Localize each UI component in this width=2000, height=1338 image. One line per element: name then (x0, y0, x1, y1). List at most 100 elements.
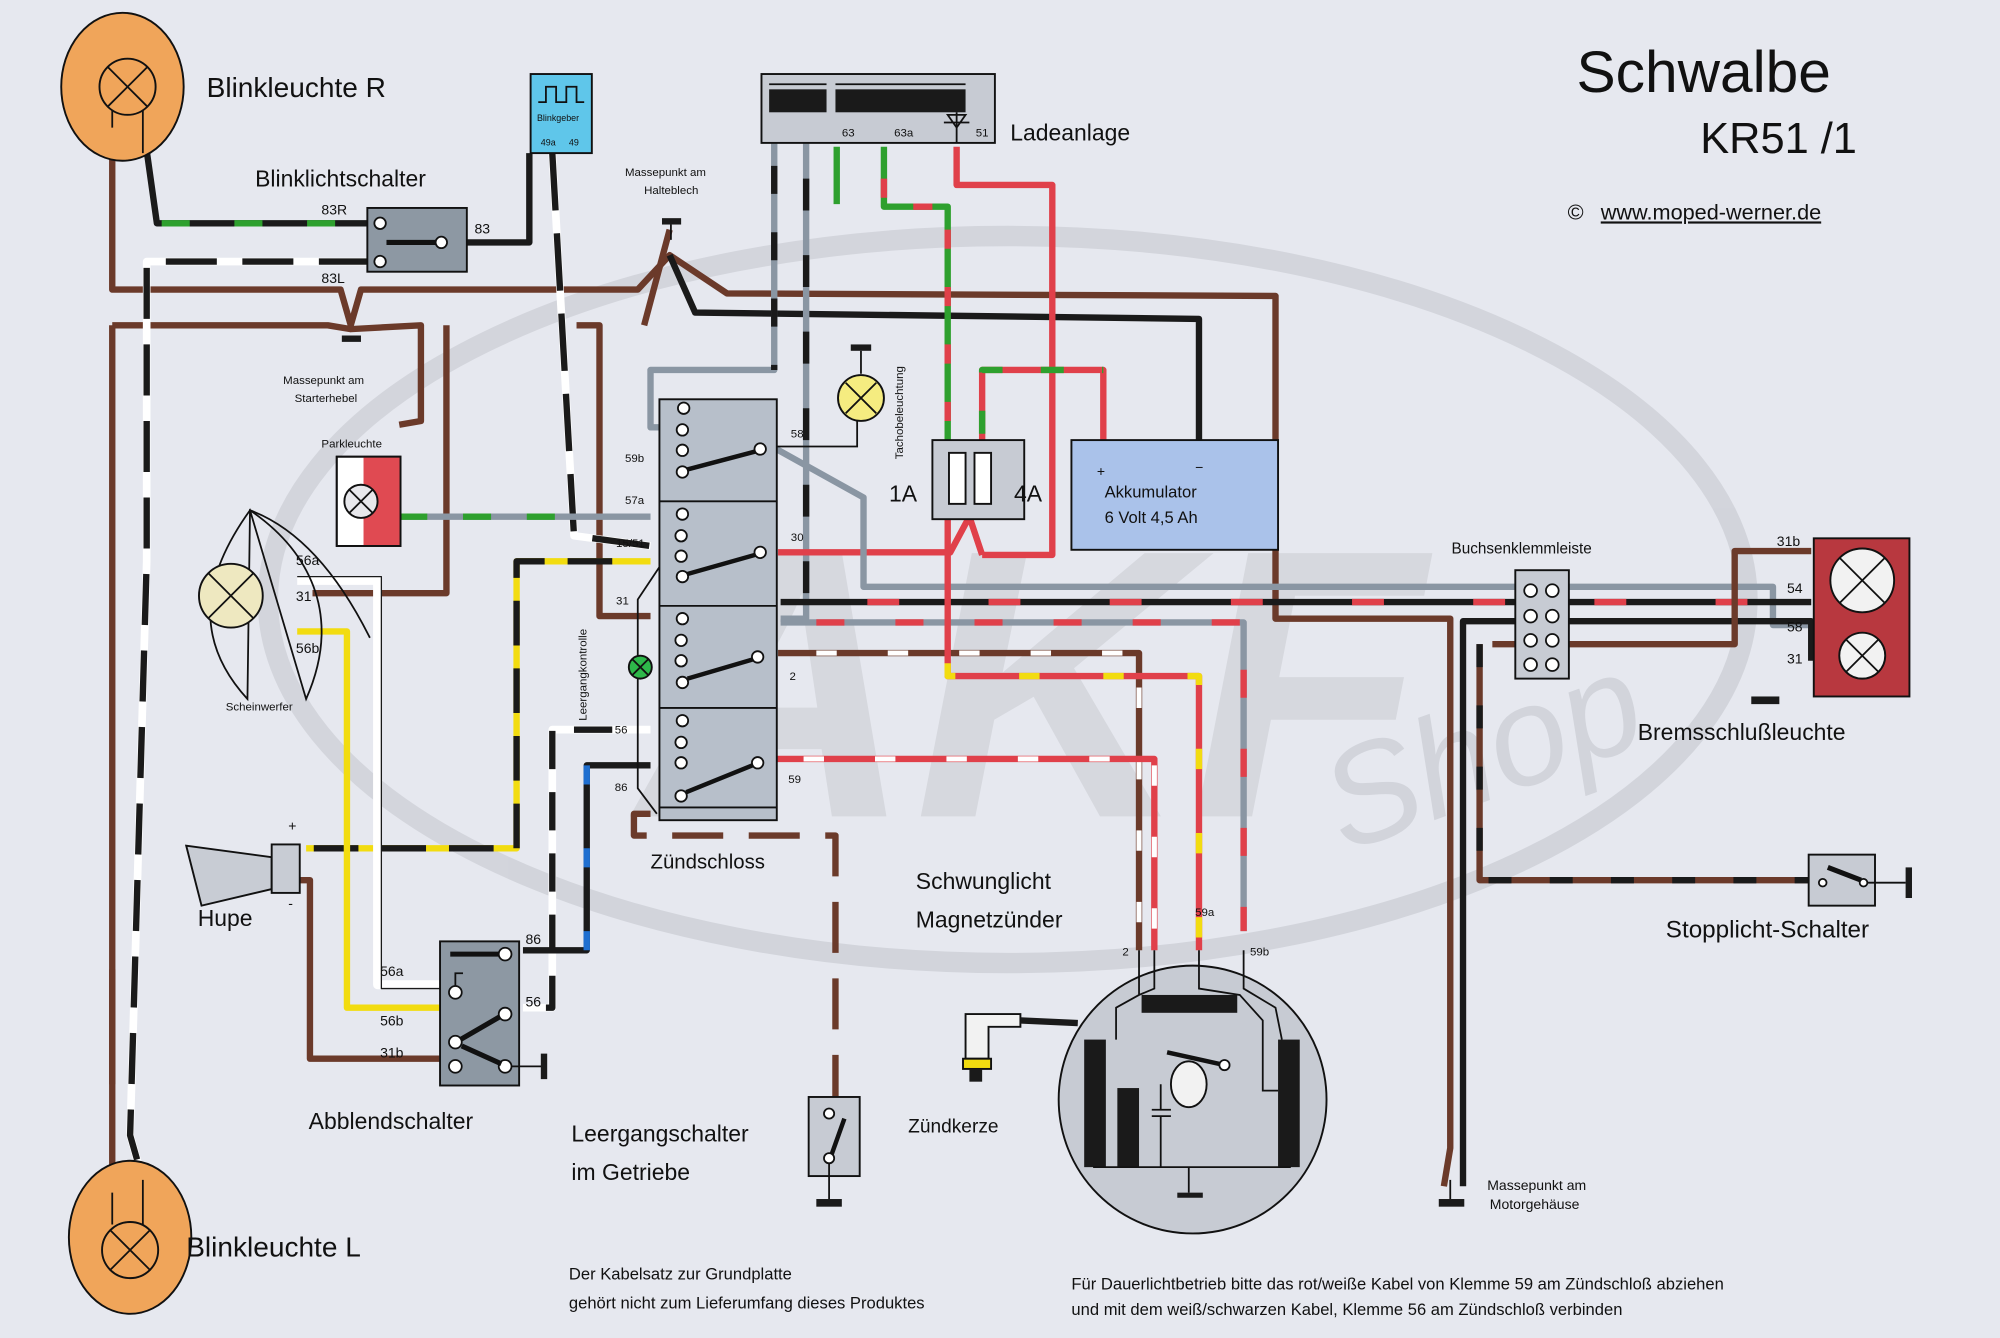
term-56a: 56a (296, 552, 320, 568)
label-parkleuchte: Parkleuchte (321, 439, 382, 451)
label-halteblech-2: Halteblech (644, 185, 698, 197)
term-zs-56: 56 (615, 724, 628, 736)
label-ladeanlage: Ladeanlage (1010, 119, 1130, 145)
label-tachobeleuchtung: Tachobeleuchtung (894, 366, 906, 459)
fuse-box[interactable]: 1A 4A (889, 439, 1043, 521)
wire-leergang-lamp (636, 560, 665, 815)
term-ab-86: 86 (526, 931, 542, 947)
label-schwunglicht-2: Magnetzünder (916, 906, 1063, 932)
term-63a: 63a (894, 128, 914, 140)
wire-blinkgeber-49-dash (549, 152, 651, 550)
label-blinklichtschalter: Blinklichtschalter (255, 165, 426, 191)
wire-red-yellow-59a-dash (944, 663, 1203, 951)
leergangkontrolle[interactable]: Leergangkontrolle (578, 629, 653, 721)
term-83r: 83R (321, 201, 347, 217)
term-83l: 83L (321, 270, 345, 286)
term-ab-56b: 56b (380, 1013, 404, 1029)
term-zs-1551: 15/51 (616, 538, 645, 550)
leergangschalter[interactable]: Leergangschalter im Getriebe (571, 1096, 861, 1207)
term-akku-minus: − (1195, 459, 1203, 475)
zuendschloss[interactable]: 59b 58 57a 15/51 30 31 2 56 86 59 Zündsc… (615, 398, 804, 874)
blinkgeber[interactable]: Blinkgeber 49a 49 (529, 73, 593, 155)
label-leergangschalter-2: im Getriebe (571, 1159, 690, 1185)
term-zs-31: 31 (616, 596, 629, 608)
wire-red-green-4a (978, 366, 1107, 447)
zuendkerze[interactable]: Zündkerze (908, 1013, 1078, 1138)
term-83: 83 (474, 220, 490, 236)
label-akkumulator-spec: 6 Volt 4,5 Ah (1105, 508, 1198, 527)
term-31-head: 31 (296, 588, 312, 604)
blinklichtschalter[interactable]: Blinklichtschalter 83R 83L 83 (255, 165, 490, 286)
title-main: Schwalbe (1577, 40, 1831, 105)
term-zs-2: 2 (790, 671, 796, 683)
label-fuse-1a: 1A (889, 480, 918, 506)
label-halteblech-1: Massepunkt am (625, 167, 706, 179)
ground-starterhebel: Massepunkt am Starterhebel (283, 335, 364, 405)
note-right-1: Für Dauerlichtbetrieb bitte das rot/weiß… (1071, 1275, 1723, 1294)
website-link[interactable]: www.moped-werner.de (1600, 199, 1821, 224)
label-fuse-4a: 4A (1014, 480, 1043, 506)
scheinwerfer[interactable]: 56a 31 56b Scheinwerfer (198, 508, 371, 714)
term-51: 51 (976, 128, 989, 140)
term-sl-59a: 59a (1195, 907, 1215, 919)
blinkleuchte-l[interactable]: Blinkleuchte L (67, 1159, 361, 1315)
term-49a: 49a (541, 137, 556, 147)
wire-red-white-59 (771, 755, 1158, 951)
label-scheinwerfer: Scheinwerfer (226, 702, 293, 714)
label-blinkgeber: Blinkgeber (537, 113, 579, 123)
wire-brown-starter (112, 322, 425, 428)
title-block: Schwalbe KR51 /1 © www.moped-werner.de (1568, 40, 1857, 225)
term-sl-2: 2 (1122, 946, 1128, 958)
wire-leergang (630, 810, 839, 1097)
term-hupe-minus: - (288, 895, 293, 911)
term-zs-57a: 57a (625, 495, 645, 507)
term-ab-56: 56 (526, 993, 542, 1009)
ground-symbol (540, 1053, 548, 1080)
schwunglicht-magnetzuender[interactable]: Schwunglicht Magnetzünder 2 59 59a 59b (916, 868, 1328, 1235)
wire-white-black-83l-dash (126, 258, 370, 1181)
abblendschalter[interactable]: 86 56a 56 56b 31b Abblendschalter (309, 931, 548, 1134)
wire-red-yellow-59a (944, 491, 1203, 951)
ladeanlage[interactable]: 63 63a 51 Ladeanlage (760, 73, 1130, 145)
term-zs-58: 58 (791, 429, 804, 441)
wire-hupe-minus (299, 876, 441, 1062)
ground-symbol (1905, 867, 1912, 899)
wire-brown-headlight-31 (312, 325, 450, 597)
blinkleuchte-r[interactable]: Blinkleuchte R (60, 11, 386, 162)
wire-white-black-56-dash (522, 726, 613, 1011)
hupe[interactable]: + - Hupe (184, 817, 301, 931)
wire-rear-31b (1492, 547, 1812, 648)
wire-black-green-83r (143, 150, 370, 227)
label-starterhebel-1: Massepunkt am (283, 375, 364, 387)
wire-red-51 (953, 146, 1056, 559)
label-hupe: Hupe (198, 905, 253, 931)
wire-brown-zs31 (576, 322, 651, 620)
wire-white-56a (297, 575, 441, 990)
wire-grey-red-dash (816, 619, 1247, 932)
wire-stopplicht-dash (1476, 644, 1812, 884)
term-rear-54: 54 (1787, 580, 1803, 596)
term-ab-56a: 56a (380, 963, 404, 979)
term-zs-59: 59 (788, 774, 801, 786)
akkumulator[interactable]: + − Akkumulator 6 Volt 4,5 Ah (1070, 439, 1280, 551)
tachobeleuchtung[interactable]: Tachobeleuchtung (837, 344, 906, 459)
buchsenklemmleiste[interactable]: Buchsenklemmleiste (1452, 541, 1592, 680)
label-starterhebel-2: Starterhebel (295, 393, 357, 405)
ground-symbol (816, 1199, 842, 1207)
ground-symbol (1751, 696, 1780, 705)
wire-white-56a-outline (297, 575, 441, 990)
wires (109, 117, 1815, 1187)
term-ab-31b: 31b (380, 1044, 404, 1060)
footnotes: Der Kabelsatz zur Grundplatte gehört nic… (569, 1264, 1724, 1319)
term-56b: 56b (296, 640, 320, 656)
bremsschlussleuchte[interactable]: 31b 54 58 31 Bremsschlußleuchte (1638, 533, 1911, 745)
parkleuchte[interactable]: Parkleuchte (321, 439, 402, 547)
ground-symbol (1438, 1199, 1465, 1207)
label-abblendschalter: Abblendschalter (309, 1108, 474, 1134)
label-leergangkontrolle: Leergangkontrolle (578, 629, 590, 721)
stopplicht-schalter[interactable]: Stopplicht-Schalter (1666, 853, 1912, 944)
term-rear-58: 58 (1787, 618, 1803, 634)
label-buchsenklemmleiste: Buchsenklemmleiste (1452, 541, 1592, 558)
wire-green-red-63a-dash (880, 178, 951, 447)
